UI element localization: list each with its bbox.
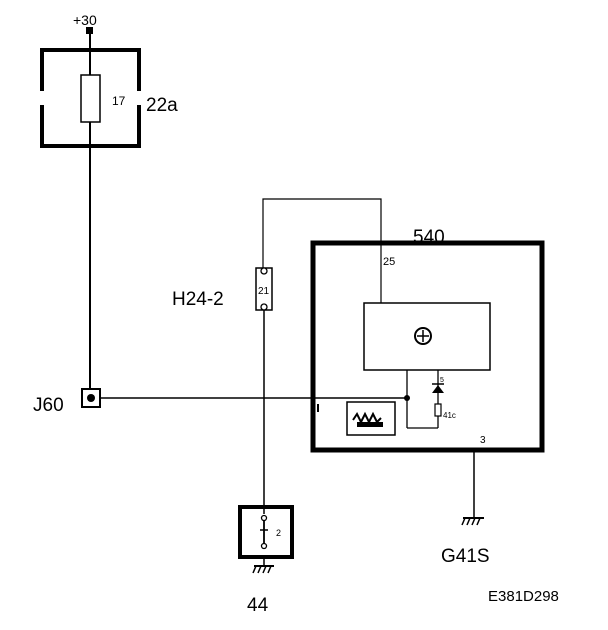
module-540 <box>310 240 545 453</box>
resistor-symbol <box>434 403 442 417</box>
switch-pin-label: 2 <box>276 528 281 538</box>
ground-label: G41S <box>441 546 490 567</box>
module-label: 540 <box>413 227 445 248</box>
diode-symbol <box>432 385 444 393</box>
switch-component-label: 44 <box>247 595 269 616</box>
module-ground-pin: 3 <box>480 435 486 446</box>
diode-label: 5 <box>440 377 444 384</box>
connector-pins: 21 <box>258 286 270 297</box>
fuse-block-label: 22a <box>146 95 178 116</box>
drawing-code: E381D298 <box>488 588 559 605</box>
resistor-label: 41c <box>443 411 456 420</box>
connector-pin-top <box>260 267 268 275</box>
sensor-icon <box>352 411 382 425</box>
connector-label: H24-2 <box>172 289 224 310</box>
module-pin-label: 25 <box>383 256 395 268</box>
ground-symbol-g41s <box>461 517 484 526</box>
splice-label: J60 <box>33 395 64 416</box>
fuse-element <box>80 74 101 123</box>
wire-connector-to-module <box>262 198 382 303</box>
splice-dot <box>87 394 95 402</box>
supply-terminal <box>86 27 93 34</box>
fuse-value: 17 <box>112 94 126 108</box>
connector-pin-bottom <box>260 303 268 311</box>
ground-symbol-switch <box>252 565 274 574</box>
switch-44 <box>238 505 294 559</box>
supply-label: +30 <box>73 12 97 28</box>
